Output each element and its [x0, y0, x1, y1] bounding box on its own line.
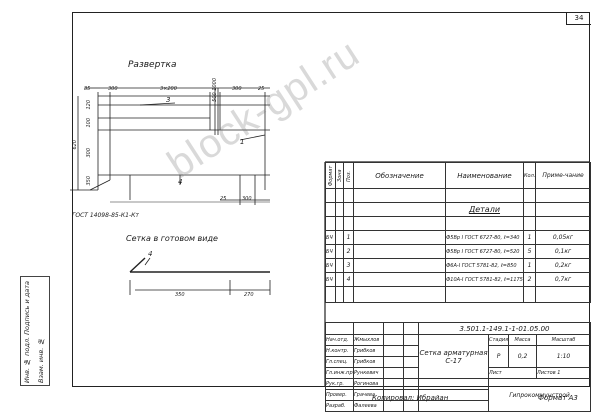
spec-header-zone: Зона	[335, 162, 344, 189]
dim-top-5: 300	[232, 86, 242, 92]
dim-top-2: 300	[108, 86, 118, 92]
dim-top-6: 25	[258, 86, 265, 92]
spec-row: БЧ 1 Ф5Вр I ГОСТ 6727-80, ℓ=340 1 0,05кг	[325, 230, 591, 245]
gost-note: ГОСТ 14098-85-К1-Кт	[72, 212, 139, 219]
spec-section-title: Детали	[445, 202, 524, 217]
dim-left-5: 350	[86, 176, 92, 186]
spec-header-pos: Поз.	[343, 162, 354, 189]
dim-top-1: 85	[84, 86, 91, 92]
dim-left-3: 620	[72, 140, 78, 150]
spec-row: БЧ 3 Ф6А-I ГОСТ 5781-82, ℓ=850 1 0,2кг	[325, 258, 591, 273]
position-1-label: 1	[240, 138, 245, 146]
spec-row: БЧ 2 Ф5Вр I ГОСТ 6727-80, ℓ=520 5 0,1кг	[325, 244, 591, 259]
spec-header-designation: Обозначение	[353, 162, 446, 189]
dim-left-2: 100	[86, 118, 92, 128]
sheet-number-box: 34	[566, 12, 591, 25]
position-4-label: 4	[178, 178, 183, 186]
binding-margin: Инв. № подл. Подпись и дата Взам. инв. №	[20, 276, 50, 386]
dim-top-4: 500 1000	[212, 78, 218, 102]
dim-left-4: 300	[86, 148, 92, 158]
dim-bottom2-1: 350	[175, 292, 185, 298]
spec-header-note: Приме-чание	[535, 162, 591, 189]
setka-title: Сетка в готовом виде	[126, 234, 218, 243]
dim-left-1: 120	[86, 100, 92, 110]
dim-bottom-1: 25	[220, 196, 227, 202]
spec-header-format: Формат	[325, 162, 336, 189]
spec-header-qty: Кол.	[523, 162, 536, 189]
dim-top-3: 3×200	[160, 86, 177, 92]
razvertka-title: Развертка	[128, 60, 177, 70]
item-name: Сетка арматурная С-17	[418, 334, 489, 379]
copied-by: Копировал: Ибрайан	[372, 394, 449, 402]
title-block: 3.501.1-149.1-1-01.05.00 Нач.отд. Жмыхло…	[325, 322, 592, 412]
paper-format: Формат А3	[538, 394, 578, 402]
position-4b-label: 4	[148, 250, 153, 258]
spec-header-name: Наименование	[445, 162, 524, 189]
drawing-code: 3.501.1-149.1-1-01.05.00	[417, 322, 592, 335]
dim-bottom-2: 300	[242, 196, 252, 202]
spec-table: Формат Зона Поз. Обозначение Наименовани…	[325, 162, 591, 303]
organization: Гипрокоммунстрой	[487, 378, 592, 412]
position-3-label: 3	[166, 96, 171, 104]
dim-bottom2-2: 270	[244, 292, 254, 298]
spec-row: БЧ 4 Ф10А-I ГОСТ 5781-82, ℓ=1175 2 0,7кг	[325, 272, 591, 287]
